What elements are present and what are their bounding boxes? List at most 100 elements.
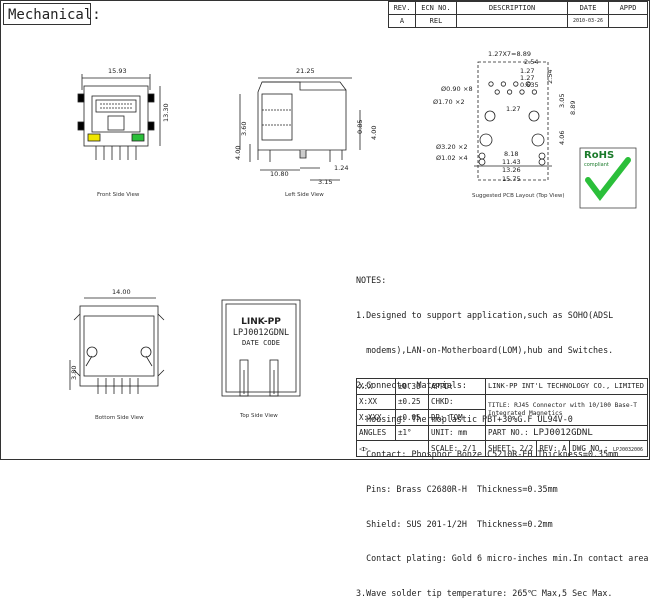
scale-value: 2/1 bbox=[462, 443, 477, 453]
company-name: LINK-PP INT'L TECHNOLOGY CO., LIMITED bbox=[485, 378, 648, 395]
dim-left-h1: 3.60 bbox=[240, 122, 248, 136]
note-line: 1.Designed to support application,such a… bbox=[356, 309, 614, 320]
dwg-value: LPJ0032006 bbox=[612, 446, 644, 453]
tol-xxx-value: ±0.05 bbox=[395, 409, 429, 426]
page-title: Mechanical: bbox=[3, 3, 101, 25]
scale-label: SCALE: bbox=[431, 443, 459, 453]
dim-pcb-hole2-count: ×2 bbox=[455, 98, 465, 106]
title-value-2: Integrated Magnetics bbox=[488, 409, 563, 417]
dim-pcb-889: 8.89 bbox=[569, 101, 577, 115]
note-line: Pins: Brass C2680R-H Thickness=0.35mm bbox=[356, 483, 558, 494]
angles-label: ANGLES bbox=[356, 424, 396, 441]
rohs-badge: RoHS compliant bbox=[578, 146, 638, 210]
dim-pcb-1143: 11.43 bbox=[502, 158, 521, 166]
pcb-pin-hole bbox=[531, 89, 538, 95]
unit-value: mm bbox=[458, 428, 468, 438]
dim-left-w3: 3.15 bbox=[318, 178, 332, 186]
dim-pcb-0635: 0.635 bbox=[520, 81, 539, 89]
dim-left-width: 21.25 bbox=[296, 67, 315, 75]
appd-value bbox=[608, 14, 648, 28]
dim-pcb-hole2: Ø1.70 bbox=[433, 98, 453, 106]
chkd-label: CHKD: bbox=[428, 393, 486, 410]
dim-pcb-hole1: Ø0.90 bbox=[441, 85, 461, 93]
pcb-layout-view bbox=[474, 61, 552, 181]
caption-front: Front Side View bbox=[97, 192, 140, 198]
dim-front-height: 13.30 bbox=[162, 103, 170, 122]
dim-front-width: 15.93 bbox=[108, 67, 127, 75]
appd-header: APPD bbox=[608, 1, 648, 15]
title-block: X:X ±0.30 APPD: LINK-PP INT'L TECHNOLOGY… bbox=[356, 378, 648, 457]
dim-pcb-hole1-count: ×8 bbox=[463, 85, 473, 93]
note-line: 3.Wave solder tip temperature: 265℃ Max,… bbox=[356, 588, 613, 599]
dim-pcb-1326: 13.26 bbox=[502, 166, 521, 174]
part-label: PART NO.: bbox=[488, 427, 529, 437]
dim-bottom-h: 3.80 bbox=[70, 366, 78, 380]
tol-x-value: ±0.30 bbox=[395, 378, 429, 395]
tol-xx-value: ±0.25 bbox=[395, 393, 429, 410]
left-side-view bbox=[239, 77, 361, 181]
note-line: modems),LAN-on-Motherboard(LOM),hub and … bbox=[356, 344, 614, 355]
dwg-label: DWG NO.: bbox=[572, 443, 609, 453]
dr-value: TOM bbox=[449, 412, 463, 422]
caption-left: Left Side View bbox=[285, 192, 324, 198]
rohs-text: RoHS bbox=[584, 150, 615, 161]
top-side-view bbox=[221, 299, 301, 397]
top-date-code: DATE CODE bbox=[242, 339, 280, 347]
note-line: Contact plating: Gold 6 micro-inches min… bbox=[356, 553, 650, 564]
dim-pcb-hole4: Ø1.02 bbox=[436, 154, 456, 162]
revision-table: REV. ECN NO. DESCRIPTION DATE APPD A REL… bbox=[388, 1, 648, 28]
pcb-pin-hole bbox=[525, 81, 531, 87]
dim-pcb-1575: 15.75 bbox=[502, 175, 521, 183]
pointer-icon: ◁▷ bbox=[359, 443, 369, 453]
dim-pcb-127a: 1.27 bbox=[520, 67, 534, 75]
title-label: TITLE: bbox=[488, 401, 511, 409]
top-brand: LINK-PP bbox=[241, 317, 281, 327]
dim-pcb-127b: 1.27 bbox=[520, 74, 534, 82]
front-side-view bbox=[77, 74, 161, 160]
note-line: NOTES: bbox=[356, 275, 387, 286]
pcb-pin-hole bbox=[519, 89, 525, 95]
dim-left-w1: 10.80 bbox=[270, 170, 289, 178]
dim-pcb-hole3: Ø3.20 bbox=[436, 143, 456, 151]
dim-pcb-254a: 2.54 bbox=[524, 58, 538, 66]
angles-value: ±1° bbox=[395, 424, 429, 441]
dim-pcb-406: 4.06 bbox=[558, 131, 566, 145]
dim-bottom-width: 14.00 bbox=[112, 288, 131, 296]
tol-xxx: X:XXX bbox=[356, 409, 396, 426]
note-line: Shield: SUS 201-1/2H Thickness=0.2mm bbox=[356, 518, 553, 529]
caption-top: Top Side View bbox=[240, 413, 278, 419]
dim-pcb-305: 3.05 bbox=[558, 94, 566, 108]
pcb-pin-hole bbox=[500, 81, 506, 87]
dim-left-w2: 1.24 bbox=[334, 164, 348, 172]
sheet-label: SHEET: bbox=[488, 443, 516, 453]
rohs-check-icon bbox=[579, 147, 637, 209]
dim-left-h4: 4.00 bbox=[370, 126, 378, 140]
dim-pcb-pitch: 1.27X7=8.89 bbox=[488, 50, 531, 58]
title-value: RJ45 Connector with 10/100 Base-T bbox=[514, 401, 638, 409]
dim-pcb-hole4-count: ×4 bbox=[458, 154, 468, 162]
part-value: LPJ0012GDNL bbox=[533, 427, 593, 438]
rev-value-tb: A bbox=[561, 443, 567, 453]
bottom-side-view bbox=[69, 297, 165, 394]
dim-left-h3: 0.85 bbox=[356, 120, 364, 134]
dim-pcb-254b: 2.54 bbox=[546, 70, 554, 84]
pcb-pin-hole bbox=[513, 81, 519, 87]
pcb-pin-hole bbox=[506, 89, 513, 95]
dr-label: DR: bbox=[431, 412, 445, 422]
caption-bottom: Bottom Side View bbox=[95, 415, 144, 421]
rohs-sub: compliant bbox=[584, 162, 609, 168]
dim-pcb-818: 8.18 bbox=[504, 150, 518, 158]
tol-x: X:X bbox=[356, 378, 396, 395]
dim-left-h2: 4.00 bbox=[234, 146, 242, 160]
dim-pcb-127c: 1.27 bbox=[506, 105, 520, 113]
unit-label: UNIT: bbox=[431, 428, 454, 438]
mechanical-drawing: 15.93 13.30 21.25 3.60 4.00 0.85 4.00 10… bbox=[69, 50, 577, 397]
dim-pcb-hole3-count: ×2 bbox=[458, 143, 468, 151]
pcb-pin-hole bbox=[488, 81, 494, 87]
pcb-pin-hole bbox=[494, 89, 500, 95]
caption-pcb: Suggested PCB Layout (Top View) bbox=[472, 193, 565, 199]
appd-label: APPD: bbox=[428, 378, 486, 395]
rev-label: REV: bbox=[539, 443, 558, 453]
tol-xx: X:XX bbox=[356, 393, 396, 410]
sheet-value: 2/2 bbox=[519, 443, 534, 453]
